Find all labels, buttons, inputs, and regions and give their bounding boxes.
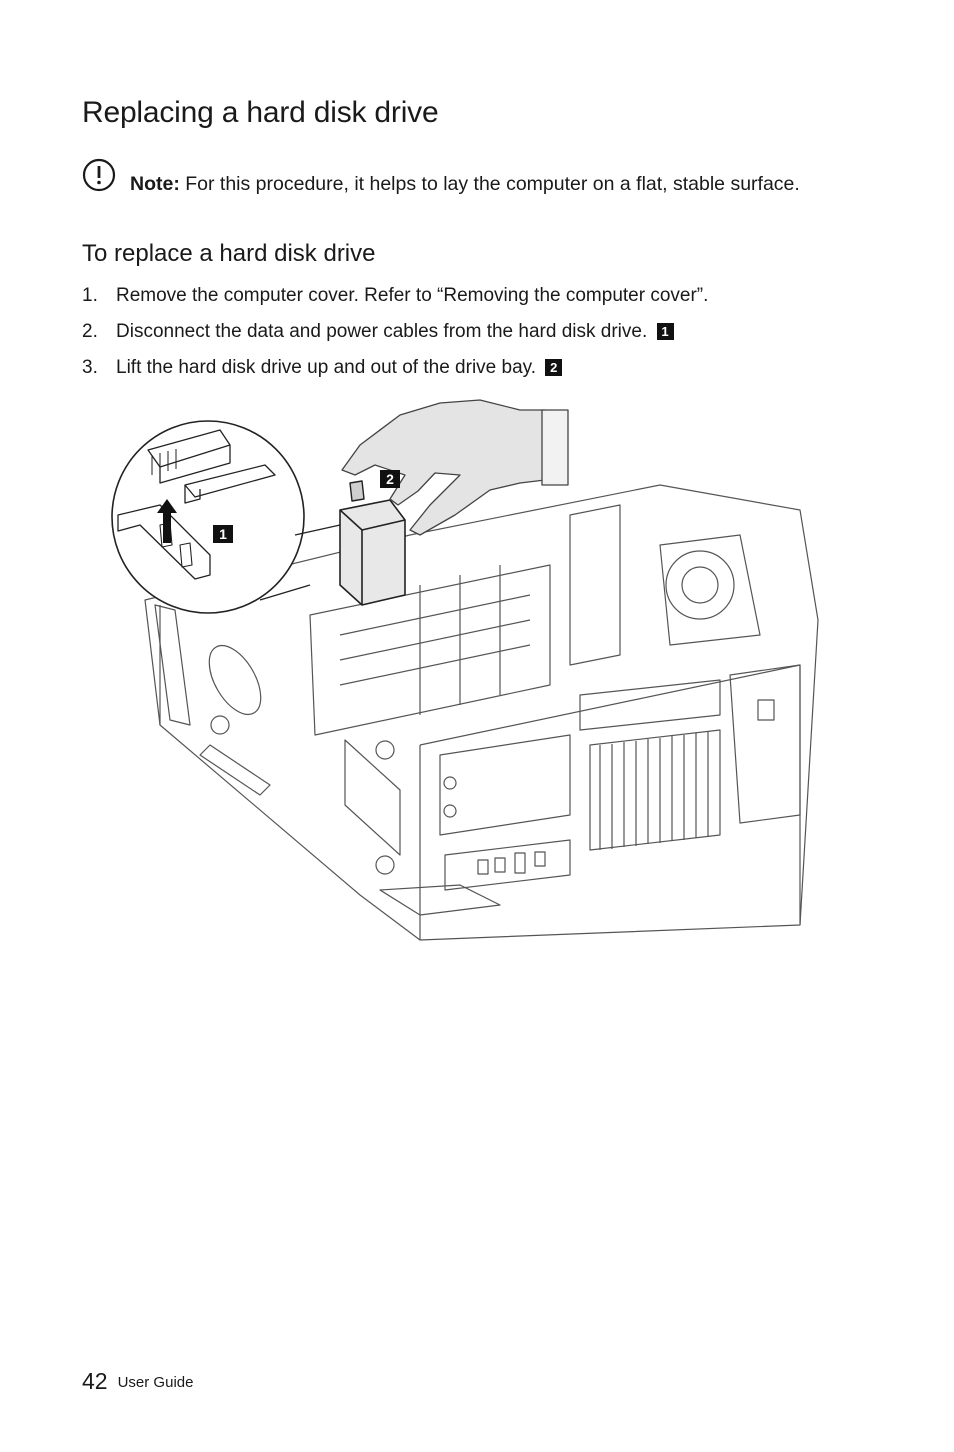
step-text-body: Remove the computer cover. Refer to “Rem…: [116, 285, 709, 306]
footer-label: User Guide: [117, 1374, 194, 1391]
step-number: 2.: [82, 321, 98, 342]
note-label: Note:: [130, 173, 180, 195]
page-number: 42: [82, 1368, 108, 1394]
procedure-steps: 1. Remove the computer cover. Refer to “…: [82, 282, 882, 390]
page-title: Replacing a hard disk drive: [82, 96, 439, 129]
attention-icon: [82, 158, 116, 192]
step-text-body: Disconnect the data and power cables fro…: [116, 321, 653, 342]
step-item: 2. Disconnect the data and power cables …: [82, 318, 882, 354]
figure-callout-1: 1: [219, 526, 227, 542]
note-text: Note: For this procedure, it helps to la…: [130, 170, 850, 199]
callout-badge: 1: [656, 323, 674, 340]
step-item: 3. Lift the hard disk drive up and out o…: [82, 354, 882, 390]
step-number: 1.: [82, 285, 98, 306]
step-text: Lift the hard disk drive up and out of t…: [116, 354, 563, 382]
step-item: 1. Remove the computer cover. Refer to “…: [82, 282, 882, 318]
page-footer: 42 User Guide: [82, 1368, 193, 1395]
step-text-body: Lift the hard disk drive up and out of t…: [116, 357, 542, 378]
figure-callout-2: 2: [386, 471, 394, 487]
step-number: 3.: [82, 357, 98, 378]
section-title: To replace a hard disk drive: [82, 240, 376, 267]
note-body: For this procedure, it helps to lay the …: [179, 173, 800, 195]
callout-badge: 2: [545, 359, 563, 376]
up-arrow-icon: [157, 499, 177, 543]
step-text: Disconnect the data and power cables fro…: [116, 318, 674, 346]
step-text: Remove the computer cover. Refer to “Rem…: [116, 282, 708, 310]
hard-drive-removal-illustration: 1 2: [111, 399, 819, 941]
